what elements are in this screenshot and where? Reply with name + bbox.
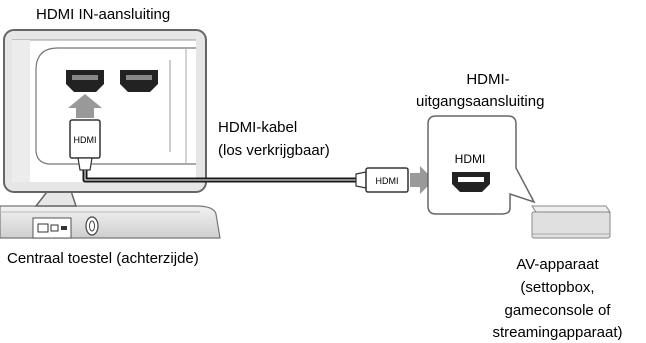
hdmi-out-label-line2: uitgangsaansluiting xyxy=(416,93,545,110)
main-unit xyxy=(0,205,221,239)
hdmi-in-panel xyxy=(3,29,207,193)
cable-label-line2: (los verkrijgbaar) xyxy=(218,142,330,159)
av-device-label-line2: (settopbox, xyxy=(520,279,595,296)
main-unit-label: Centraal toestel (achterzijde) xyxy=(7,250,199,267)
right-plug-text: HDMI xyxy=(376,176,399,186)
av-device-label-line1: AV-apparaat xyxy=(516,256,599,273)
hdmi-port-secondary xyxy=(120,70,158,92)
av-port-text: HDMI xyxy=(455,152,486,166)
left-plug-text: HDMI xyxy=(74,135,97,145)
hdmi-cable-highlight xyxy=(84,170,356,181)
hdmi-plug-right: HDMI xyxy=(355,167,409,193)
hdmi-in-port xyxy=(66,70,104,92)
hdmi-out-port xyxy=(452,172,490,192)
hdmi-plug-left: HDMI xyxy=(69,119,101,171)
av-device-label-line3: gameconsole of xyxy=(504,302,611,319)
insert-arrow-up xyxy=(68,94,102,118)
insert-arrow-right xyxy=(410,166,434,194)
av-device-label-line4: streamingapparaat) xyxy=(492,324,623,341)
hdmi-out-label-line1: HDMI- xyxy=(466,71,510,88)
av-device xyxy=(531,205,611,239)
hdmi-in-label: HDMI IN-aansluiting xyxy=(36,6,171,23)
hdmi-out-panel: HDMI xyxy=(427,115,536,215)
cable-label-line1: HDMI-kabel xyxy=(218,119,298,136)
